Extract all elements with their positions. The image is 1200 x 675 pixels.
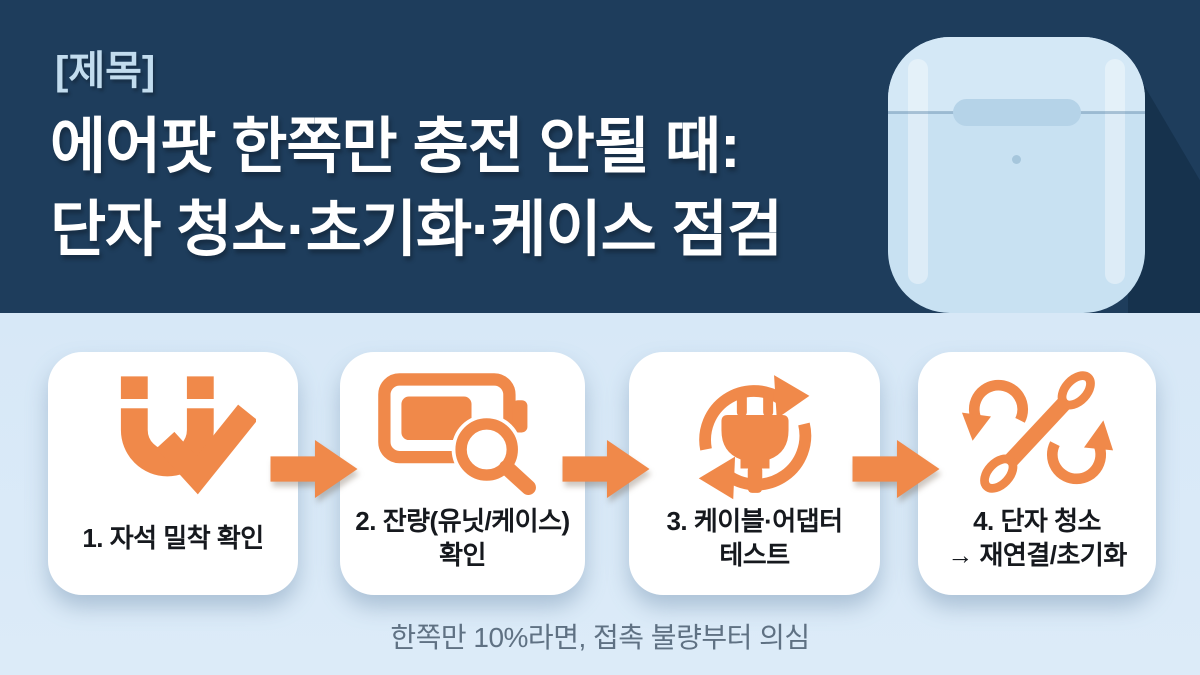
step-label-4: 4. 단자 청소 → 재연결/초기화	[922, 502, 1152, 574]
step-card-4: 4. 단자 청소 → 재연결/초기화	[918, 352, 1156, 595]
magnet-check-icon	[48, 366, 298, 498]
page-title-line2: 단자 청소·초기화·케이스 점검	[50, 195, 783, 263]
step-label-2-line2: 확인	[439, 540, 486, 570]
case-highlight-right	[1105, 59, 1125, 284]
step-card-3: 3. 케이블·어댑터 테스트	[629, 352, 880, 595]
plug-refresh-icon	[629, 366, 880, 502]
title-tag: [제목]	[55, 49, 156, 93]
step-label-4-line2: → 재연결/초기화	[947, 540, 1127, 570]
step-label-3: 3. 케이블·어댑터 테스트	[633, 502, 876, 574]
flow-arrow-3	[852, 440, 940, 498]
flow-arrow-1	[270, 440, 358, 498]
step-label-2-line1: 2. 잔량(유닛/케이스)	[355, 506, 570, 536]
step-label-1-line1: 1. 자석 밀착 확인	[82, 523, 264, 553]
step-card-1: 1. 자석 밀착 확인	[48, 352, 298, 595]
case-status-light	[1012, 155, 1021, 164]
step-label-3-line2: 테스트	[719, 540, 790, 570]
airpods-case-illustration	[888, 37, 1145, 313]
step-label-3-line1: 3. 케이블·어댑터	[666, 506, 843, 536]
flow-arrow-2	[562, 440, 650, 498]
case-hinge	[953, 99, 1081, 126]
step-label-1: 1. 자석 밀착 확인	[52, 502, 294, 574]
case-highlight-left	[908, 59, 928, 284]
swab-reset-icon	[918, 366, 1156, 498]
step-label-4-line1: 4. 단자 청소	[973, 506, 1101, 536]
footer-caption: 한쪽만 10%라면, 접촉 불량부터 의심	[390, 622, 810, 653]
battery-magnifier-icon	[340, 366, 585, 498]
header-banner: [제목] 에어팟 한쪽만 충전 안될 때: 단자 청소·초기화·케이스 점검	[0, 0, 1200, 313]
step-label-2: 2. 잔량(유닛/케이스) 확인	[344, 502, 581, 574]
page-title-line1: 에어팟 한쪽만 충전 안될 때:	[50, 112, 740, 180]
step-card-2: 2. 잔량(유닛/케이스) 확인	[340, 352, 585, 595]
